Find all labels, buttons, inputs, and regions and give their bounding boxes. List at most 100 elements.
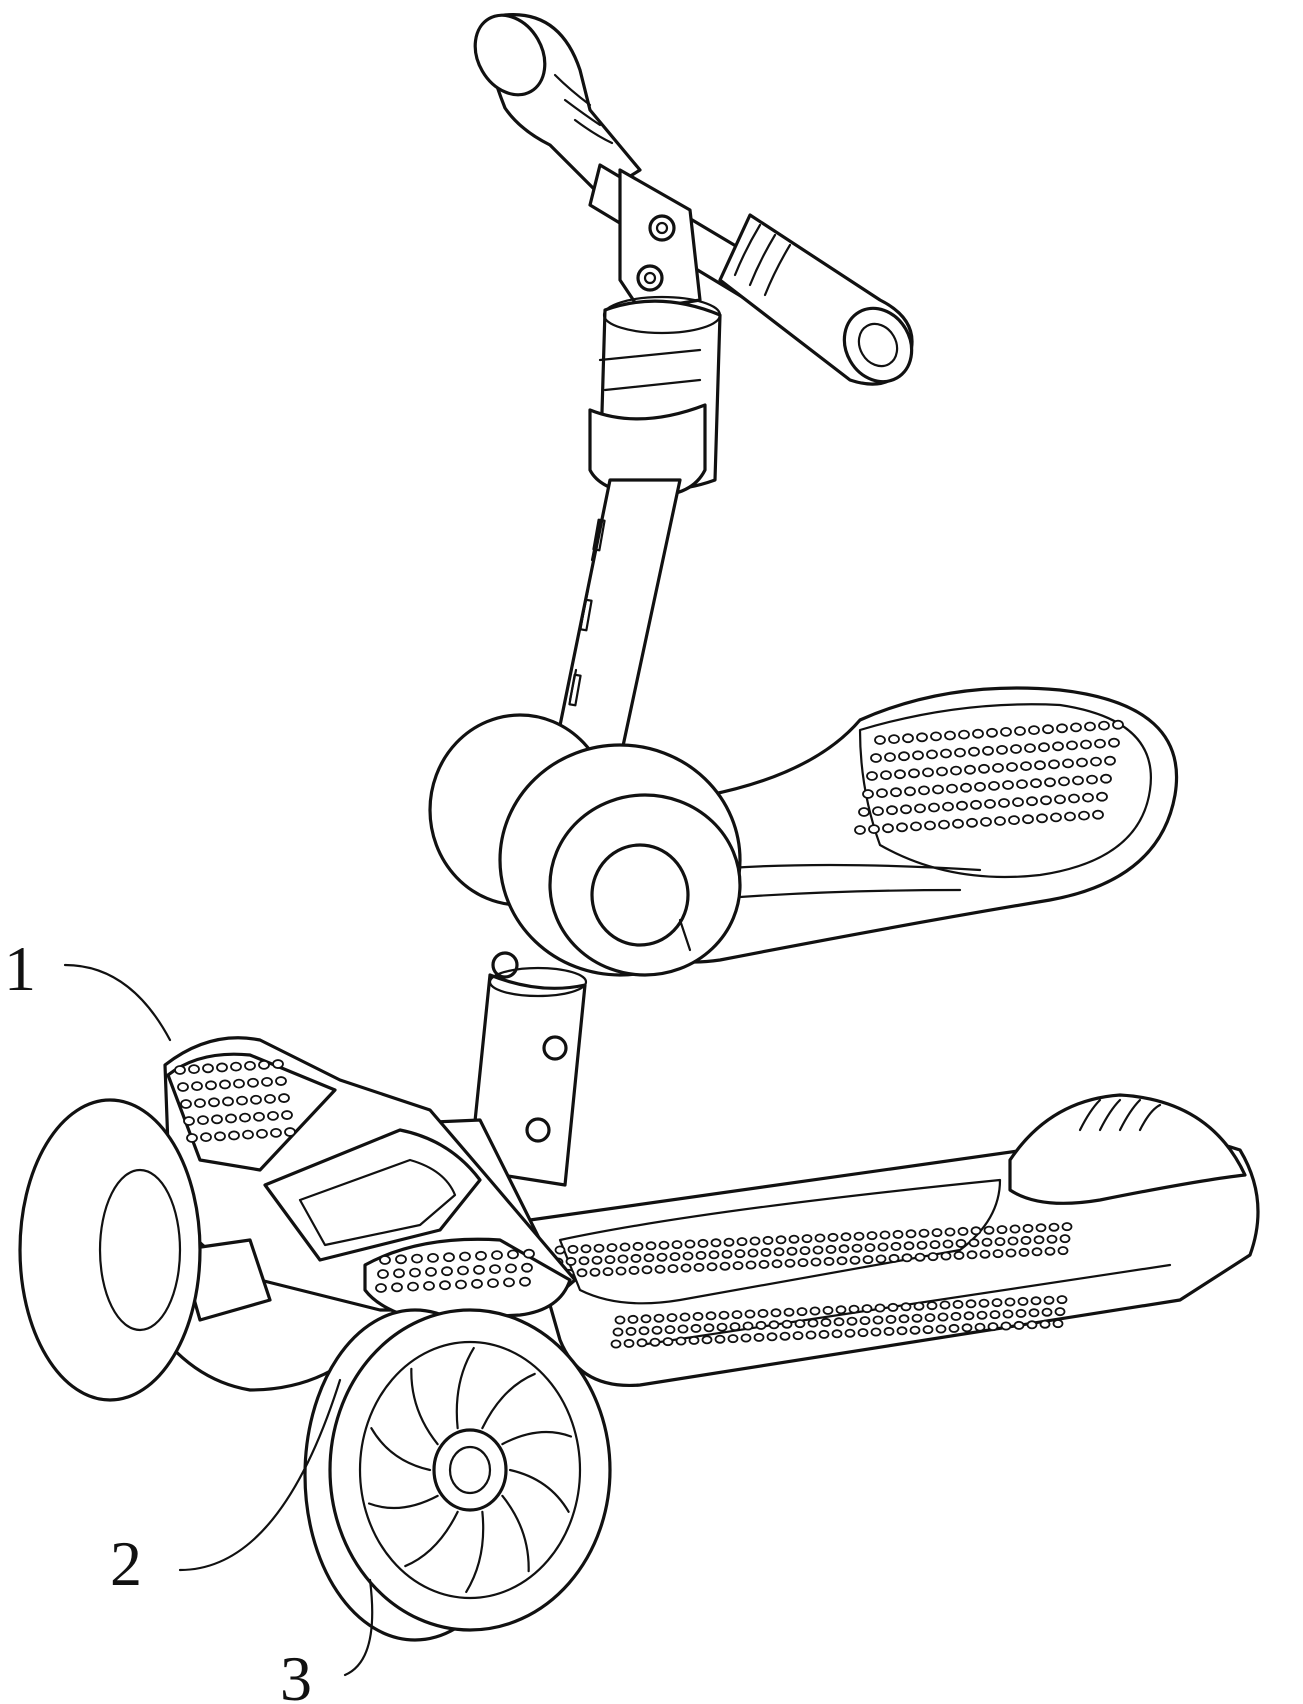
tread-dot bbox=[1070, 722, 1082, 733]
tread-dot bbox=[900, 804, 912, 815]
tread-dot bbox=[264, 1094, 276, 1104]
tread-dot bbox=[471, 1278, 483, 1289]
tread-dot bbox=[627, 1314, 639, 1324]
tread-dot bbox=[729, 1322, 741, 1332]
tread-dot bbox=[1056, 723, 1068, 734]
tread-dot bbox=[658, 1240, 670, 1250]
tread-dot bbox=[849, 1255, 861, 1265]
tread-dot bbox=[939, 1300, 951, 1310]
wheel-spoke bbox=[410, 1367, 439, 1446]
tread-dot bbox=[1042, 724, 1054, 735]
tread-dot bbox=[1092, 809, 1104, 820]
tread-dot bbox=[710, 1238, 722, 1248]
tread-dot bbox=[491, 1250, 503, 1260]
tread-dot bbox=[697, 1238, 709, 1248]
tread-dot bbox=[838, 1244, 850, 1254]
tread-dot bbox=[901, 1253, 913, 1263]
tread-dot bbox=[922, 1325, 934, 1335]
handlebar bbox=[473, 13, 914, 386]
tread-dot bbox=[896, 1326, 908, 1336]
tread-dot bbox=[523, 1248, 535, 1259]
tread-dot bbox=[216, 1062, 228, 1073]
tread-dot bbox=[862, 1255, 874, 1265]
tread-dot bbox=[427, 1253, 439, 1263]
tread-dot bbox=[270, 1128, 282, 1138]
tread-dot bbox=[972, 728, 984, 739]
tread-dot bbox=[459, 1251, 471, 1262]
tread-dot bbox=[1058, 776, 1070, 787]
tread-dot bbox=[233, 1078, 245, 1089]
tread-dot bbox=[942, 801, 954, 812]
tread-dot bbox=[439, 1280, 451, 1291]
tread-dot bbox=[840, 1232, 852, 1242]
tread-dot bbox=[1020, 1235, 1032, 1245]
tread-dot bbox=[1112, 719, 1124, 730]
tread-dot bbox=[669, 1252, 681, 1262]
tread-dot bbox=[377, 1269, 389, 1279]
tread-dot bbox=[866, 771, 878, 781]
tread-dot bbox=[760, 1247, 772, 1257]
tread-dot bbox=[823, 1256, 835, 1266]
tread-dot bbox=[617, 1254, 629, 1264]
tread-dot bbox=[862, 789, 874, 799]
tread-dot bbox=[695, 1250, 707, 1260]
tread-dot bbox=[858, 807, 870, 817]
tread-dot bbox=[1040, 795, 1052, 806]
tread-dot bbox=[747, 1248, 759, 1258]
tread-dot bbox=[884, 752, 896, 762]
tread-dot bbox=[807, 1318, 819, 1328]
tread-dot bbox=[194, 1098, 206, 1109]
tread-dot bbox=[996, 745, 1008, 755]
tread-dot bbox=[703, 1323, 715, 1333]
tread-dot bbox=[870, 1327, 882, 1337]
tread-dot bbox=[692, 1311, 704, 1321]
tread-dot bbox=[938, 819, 950, 830]
tread-dot bbox=[183, 1116, 195, 1126]
tread-dot bbox=[732, 1261, 744, 1271]
tread-dot bbox=[578, 1256, 590, 1266]
tread-dot bbox=[656, 1252, 668, 1262]
tread-dot bbox=[1006, 762, 1018, 772]
tread-dot bbox=[554, 1245, 566, 1255]
tread-dot bbox=[909, 1325, 921, 1335]
tread-dot bbox=[606, 1243, 618, 1253]
tread-dot bbox=[258, 1060, 270, 1070]
tread-dot bbox=[820, 1317, 832, 1327]
tread-dot bbox=[1013, 1320, 1025, 1330]
tread-dot bbox=[1100, 773, 1112, 784]
tread-dot bbox=[680, 1263, 692, 1273]
tread-dot bbox=[857, 1328, 869, 1338]
tread-dot bbox=[989, 1310, 1001, 1320]
tread-dot bbox=[1076, 757, 1088, 768]
tread-dot bbox=[519, 1276, 531, 1287]
tread-dot bbox=[788, 1234, 800, 1244]
tread-dot bbox=[864, 1243, 876, 1253]
tread-dot bbox=[805, 1330, 817, 1340]
tread-dot bbox=[944, 730, 956, 741]
tread-dot bbox=[1048, 1222, 1060, 1232]
tread-dot bbox=[771, 1259, 783, 1269]
tread-dot bbox=[979, 1249, 991, 1259]
tread-dot bbox=[615, 1266, 627, 1276]
tread-dot bbox=[632, 1241, 644, 1251]
ref-label-1: 1 bbox=[4, 933, 36, 1004]
tread-dot bbox=[801, 1234, 813, 1244]
tread-dot bbox=[716, 1322, 728, 1332]
tread-dot bbox=[914, 1252, 926, 1262]
tread-dot bbox=[914, 803, 926, 814]
tread-dot bbox=[827, 1232, 839, 1242]
tread-dot bbox=[775, 1235, 787, 1245]
tread-dot bbox=[610, 1339, 622, 1349]
tread-dot bbox=[948, 1323, 960, 1333]
tread-dot bbox=[1080, 739, 1092, 750]
reference-labels: 1 2 3 bbox=[4, 933, 374, 1704]
tread-dot bbox=[958, 729, 970, 740]
tread-dot bbox=[872, 1315, 884, 1325]
tread-dot bbox=[982, 745, 994, 756]
tread-dot bbox=[1014, 726, 1026, 736]
tread-dot bbox=[908, 768, 920, 779]
tread-dot bbox=[731, 1310, 743, 1320]
tread-dot bbox=[654, 1264, 666, 1274]
tread-dot bbox=[964, 764, 976, 775]
tread-dot bbox=[987, 1322, 999, 1332]
